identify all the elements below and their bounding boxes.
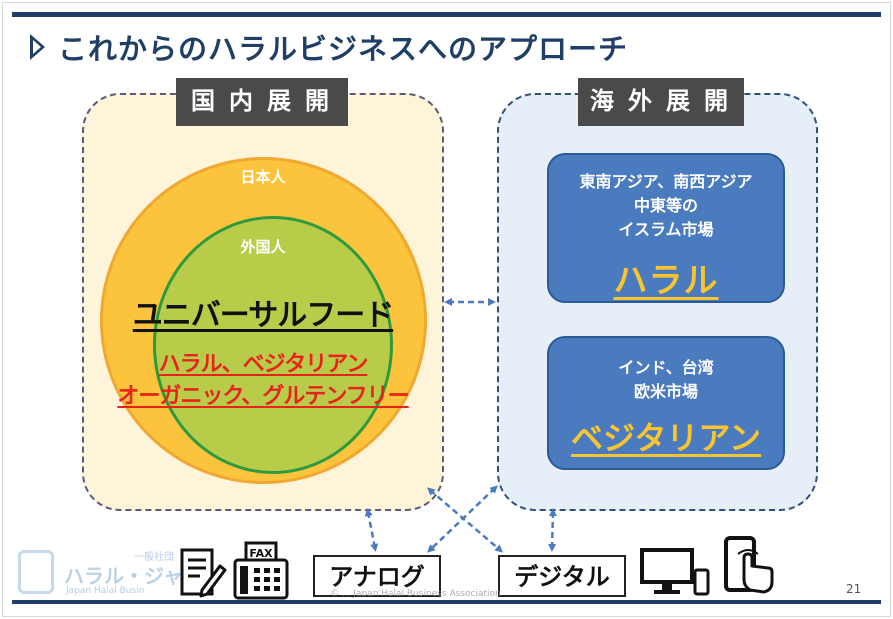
universal-food-headline: ユニバーサルフード <box>132 298 394 333</box>
food-type-line-1: ハラル、ベジタリアン <box>158 352 369 377</box>
tablet-touch-icon <box>724 536 774 594</box>
bottom-rule <box>12 600 881 604</box>
association-logo-text: ハラル・ジャ <box>64 564 183 588</box>
vegetarian-market-title: ベジタリアン <box>570 419 762 457</box>
title-triangle-inner <box>33 40 41 54</box>
domestic-label: 国内展開 <box>176 78 348 126</box>
halal-market-description: 東南アジア、南西アジア 中東等の イスラム市場 <box>547 170 785 242</box>
vegetarian-market-description: インド、台湾 欧米市場 <box>547 356 785 404</box>
halal-market-line-1: 東南アジア、南西アジア <box>579 172 753 191</box>
foreigner-label: 外国人 <box>240 238 286 256</box>
top-rule <box>12 12 881 17</box>
digital-box: デジタル <box>498 555 626 597</box>
halal-market-title: ハラル <box>613 261 719 301</box>
association-logo-en: Japan Halal Busin <box>66 586 145 596</box>
copyright-text: © ... Japan Halal Business Association <box>330 589 501 599</box>
halal-market-line-3: イスラム市場 <box>618 220 714 239</box>
vegetarian-market-card <box>547 336 785 470</box>
overseas-analog-arrow <box>427 485 498 553</box>
document-pen-icon <box>180 548 227 598</box>
slide-title: これからのハラルビジネスへのアプローチ <box>58 32 629 66</box>
halal-market-card <box>547 153 785 303</box>
overseas-digital-arrow <box>548 508 557 552</box>
smartphone-icon <box>693 568 710 596</box>
domestic-digital-arrow <box>426 487 504 553</box>
overseas-label: 海外展開 <box>578 78 744 126</box>
fax-machine-icon: FAX <box>233 541 289 600</box>
vegetarian-market-line-1: インド、台湾 <box>618 358 714 377</box>
page-number: 21 <box>846 582 862 596</box>
fax-label: FAX <box>249 547 273 560</box>
monitor-icon <box>640 548 710 596</box>
association-logo-icon <box>18 550 54 594</box>
association-logo-small: 一般社団 <box>134 552 174 563</box>
vegetarian-market-line-2: 欧米市場 <box>633 382 698 401</box>
food-type-line-2: オーガニック、グルテンフリー <box>117 384 409 409</box>
domestic-analog-arrow <box>364 508 379 552</box>
foreigner-circle <box>153 216 393 474</box>
japanese-label: 日本人 <box>240 168 286 186</box>
halal-market-line-2: 中東等の <box>633 196 698 215</box>
analog-box: アナログ <box>313 555 441 597</box>
